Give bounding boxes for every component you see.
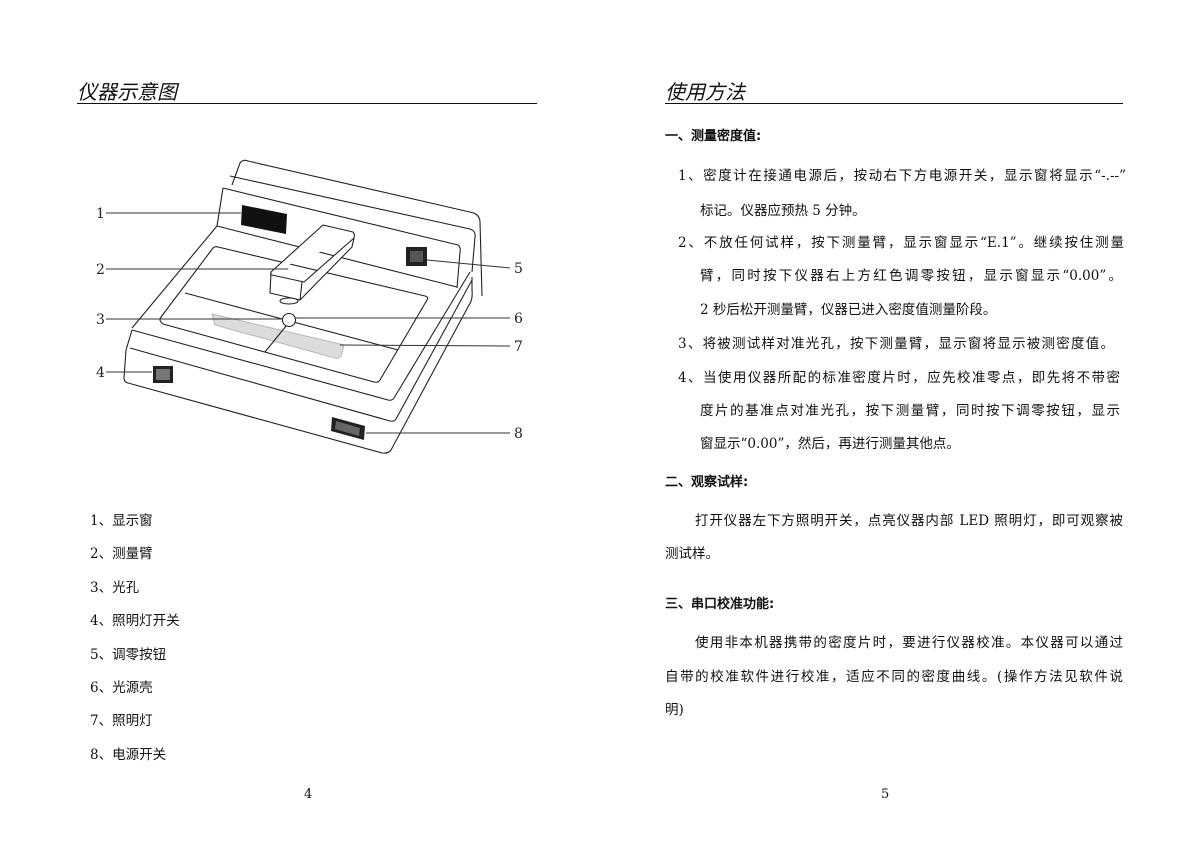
legend-item: 3、光孔 xyxy=(90,580,140,596)
section-heading-observe: 二、观察试样: xyxy=(665,475,749,490)
title-underline xyxy=(665,103,1123,104)
paragraph-line: 3、将被测试样对准光孔，按下测量臂，显示窗将显示被测密度值。 xyxy=(678,336,1114,352)
paragraph-line: 明) xyxy=(665,702,684,718)
paragraph-line: 臂，同时按下仪器右上方红色调零按钮，显示窗显示“0.00”。 xyxy=(700,268,1122,284)
sample-table xyxy=(159,246,429,383)
body-top-edge xyxy=(129,279,473,422)
diagram-label-3: 3 xyxy=(96,312,105,328)
diagram-label-7: 7 xyxy=(514,339,523,355)
page-number-left: 4 xyxy=(304,787,313,802)
paragraph-line: 使用非本机器携带的密度片时，要进行仪器校准。本仪器可以通过 xyxy=(695,635,1123,651)
left-page-title: 仪器示意图 xyxy=(77,80,177,104)
paragraph-line: 自带的校准软件进行校准，适应不同的密度曲线。(操作方法见软件说 xyxy=(665,669,1123,685)
section-heading-measure: 一、测量密度值: xyxy=(665,129,762,144)
head-front-line xyxy=(222,187,461,289)
legend-item: 6、光源壳 xyxy=(90,680,153,696)
head-back-outline xyxy=(231,159,483,297)
legend-item: 8、电源开关 xyxy=(90,747,167,763)
paragraph-line: 测试样。 xyxy=(665,546,719,562)
legend-item: 5、调零按钮 xyxy=(90,647,167,663)
head-left-edge xyxy=(131,187,224,329)
paragraph-line: 1、密度计在接通电源后，按动右下方电源开关，显示窗将显示“-.--” xyxy=(678,168,1126,184)
measuring-arm xyxy=(269,224,355,301)
diagram-label-8: 8 xyxy=(514,426,523,442)
title-underline xyxy=(77,103,537,104)
diagram-label-1: 1 xyxy=(96,206,105,222)
light-aperture xyxy=(281,312,297,328)
paragraph-line: 4、当使用仪器所配的标准密度片时，应先校准零点，即先将不带密 xyxy=(678,370,1120,386)
legend-item: 1、显示窗 xyxy=(90,513,153,529)
body-outline xyxy=(123,277,473,454)
diagram-label-5: 5 xyxy=(514,261,523,277)
display-window xyxy=(241,205,287,234)
diagram-label-4: 4 xyxy=(96,365,105,381)
paragraph-line: 度片的基准点对准光孔，按下测量臂，同时按下调零按钮，显示 xyxy=(700,403,1120,419)
section-heading-serial: 三、串口校准功能: xyxy=(665,597,775,612)
paragraph-line: 窗显示“0.00”，然后，再进行测量其他点。 xyxy=(700,436,960,452)
deck-front-edge xyxy=(131,271,471,401)
arm-tip xyxy=(279,297,299,305)
paragraph-line: 打开仪器左下方照明开关，点亮仪器内部 LED 照明灯，即可观察被 xyxy=(695,513,1123,529)
paragraph-line: 标记。仪器应预热 5 分钟。 xyxy=(700,203,866,219)
paragraph-line: 2、不放任何试样，按下测量臂，显示窗显示“E.1”。继续按住测量 xyxy=(678,235,1124,251)
diagram-label-6: 6 xyxy=(514,311,523,327)
legend-item: 4、照明灯开关 xyxy=(90,613,180,629)
right-page-title: 使用方法 xyxy=(665,80,745,104)
page-number-right: 5 xyxy=(881,787,890,802)
head-top-line xyxy=(229,175,476,273)
diagram-label-2: 2 xyxy=(96,262,105,278)
aperture-line xyxy=(264,325,287,353)
legend-item: 7、照明灯 xyxy=(90,713,153,729)
legend-item: 2、测量臂 xyxy=(90,546,153,562)
paragraph-line: 2 秒后松开测量臂，仪器已进入密度值测量阶段。 xyxy=(700,302,997,318)
